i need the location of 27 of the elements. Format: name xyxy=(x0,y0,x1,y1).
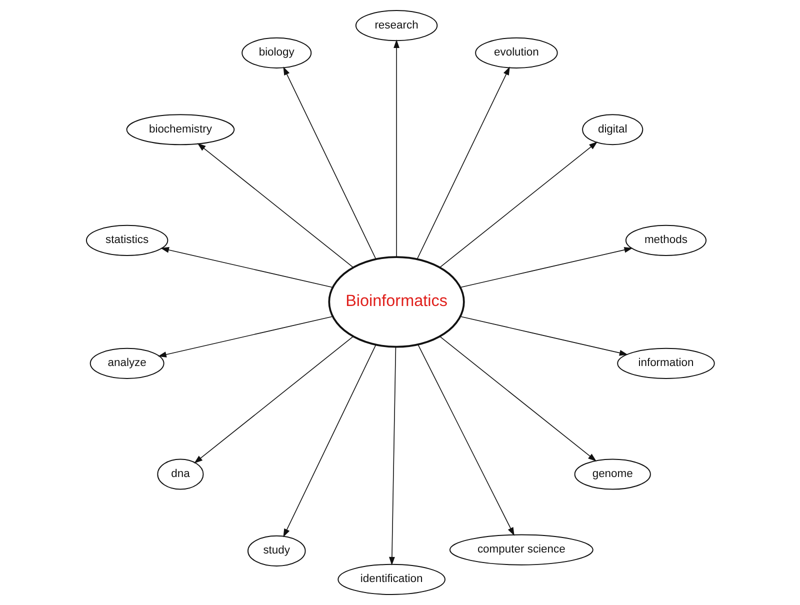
arrow xyxy=(388,346,396,566)
node-ellipse: evolution xyxy=(474,37,558,68)
node-ellipse: genome xyxy=(574,458,650,490)
node-ellipse: digital xyxy=(582,114,643,146)
arrow xyxy=(282,66,376,260)
node-ellipse: research xyxy=(354,10,438,42)
node-ellipse: Bioinformatics xyxy=(328,256,464,348)
node-ellipse: biology xyxy=(241,37,312,68)
arrow xyxy=(417,344,514,536)
arrow xyxy=(439,336,596,462)
arrow xyxy=(196,143,353,268)
node-ellipse: analyze xyxy=(89,348,164,379)
arrow xyxy=(459,247,632,288)
arrow xyxy=(416,66,510,260)
node-ellipse: methods xyxy=(624,224,706,256)
node-ellipse: identification xyxy=(337,564,445,595)
arrow xyxy=(160,247,333,288)
arrow xyxy=(439,142,598,268)
arrow xyxy=(194,336,353,464)
node-ellipse: biochemistry xyxy=(126,114,234,146)
arrow xyxy=(282,344,376,538)
node-ellipse: computer science xyxy=(448,534,593,566)
node-ellipse: study xyxy=(246,535,306,566)
arrow xyxy=(459,316,628,356)
node-ellipse: dna xyxy=(156,458,204,490)
arrow xyxy=(393,40,399,258)
arrow xyxy=(157,316,333,358)
